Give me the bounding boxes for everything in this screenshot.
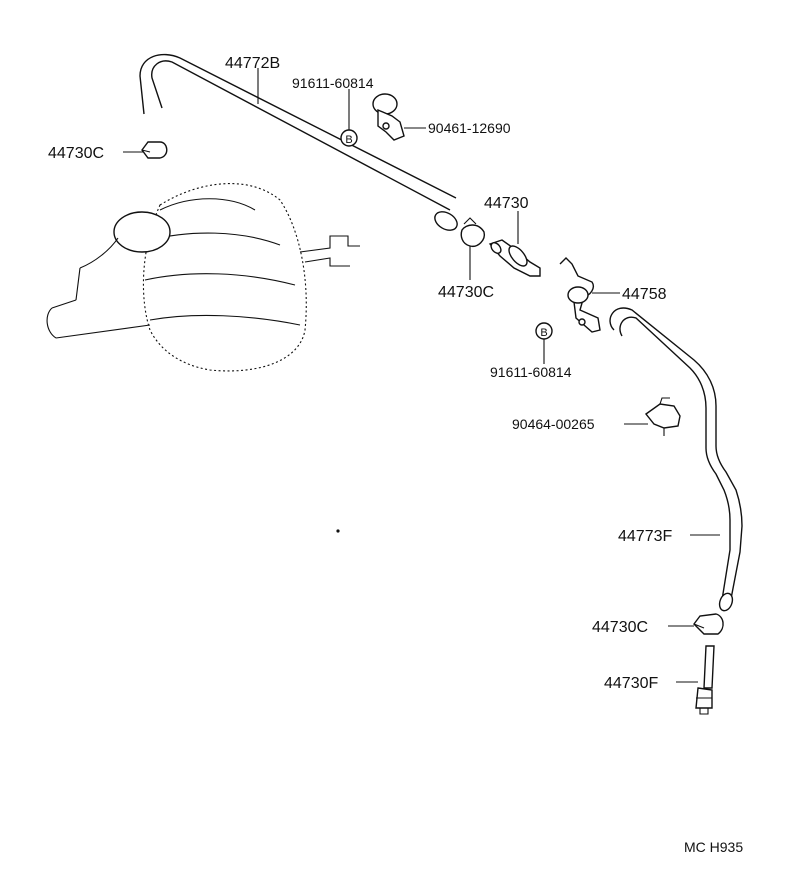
label-hose-upper: 44772B bbox=[225, 55, 280, 72]
label-hose-lower: 44773F bbox=[618, 528, 672, 545]
label-clip-lower: 44730C bbox=[592, 619, 648, 636]
clip-upper-left bbox=[141, 141, 168, 159]
label-clip-valve: 44730C bbox=[438, 284, 494, 301]
clamp-mid bbox=[644, 397, 681, 436]
brake-booster bbox=[46, 183, 360, 372]
diagram-code: MC H935 bbox=[684, 839, 743, 855]
bracket-mid bbox=[535, 257, 601, 340]
label-bolt-upper: 91611-60814 bbox=[292, 75, 374, 91]
fitting-lower bbox=[695, 645, 715, 715]
check-valve bbox=[488, 239, 541, 277]
stray-dot bbox=[336, 529, 340, 533]
leader-lines bbox=[123, 68, 720, 683]
bolt-marker-upper: B bbox=[345, 134, 352, 146]
hose-upper bbox=[139, 53, 458, 231]
hose-lower bbox=[609, 307, 743, 612]
label-bracket-mid: 44758 bbox=[622, 286, 667, 303]
label-bracket-upper: 90461-12690 bbox=[428, 120, 511, 136]
label-clip-upper-left: 44730C bbox=[48, 145, 104, 162]
bolt-marker-mid: B bbox=[540, 327, 547, 339]
bracket-upper bbox=[340, 93, 405, 147]
label-valve: 44730 bbox=[484, 195, 529, 212]
label-clamp-mid: 90464-00265 bbox=[512, 416, 595, 432]
clip-valve bbox=[460, 217, 485, 247]
label-fitting-lower: 44730F bbox=[604, 675, 658, 692]
clip-lower bbox=[693, 613, 724, 635]
label-bolt-mid: 91611-60814 bbox=[490, 364, 572, 380]
